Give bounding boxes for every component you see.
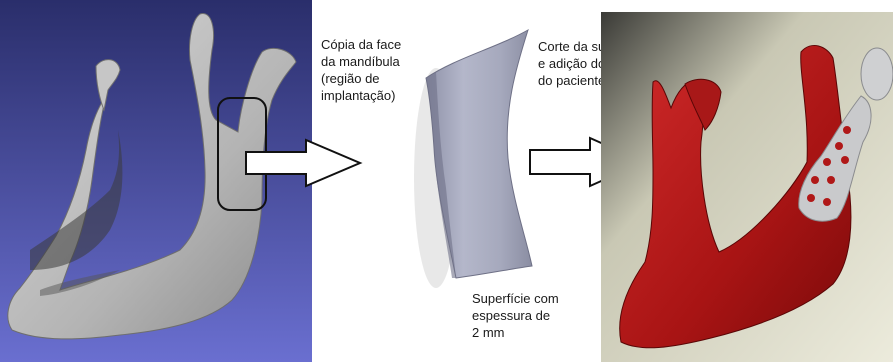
hollow-right-arrow-icon <box>245 138 363 188</box>
surface-patch-render <box>414 28 533 288</box>
gray-mandible-render <box>0 0 312 362</box>
implant-plate <box>798 95 872 222</box>
implant-condyle <box>860 47 893 101</box>
mandible-shape <box>7 13 297 340</box>
caption-surface-thickness: Superfície com espessura de 2 mm <box>472 291 559 340</box>
implant-holes <box>807 126 851 206</box>
red-mandible-render <box>601 12 893 362</box>
red-mandible-panel <box>601 12 893 362</box>
caption-copy-face: Cópia da face da mandíbula (região de im… <box>321 37 402 103</box>
gray-mandible-panel <box>0 0 312 362</box>
